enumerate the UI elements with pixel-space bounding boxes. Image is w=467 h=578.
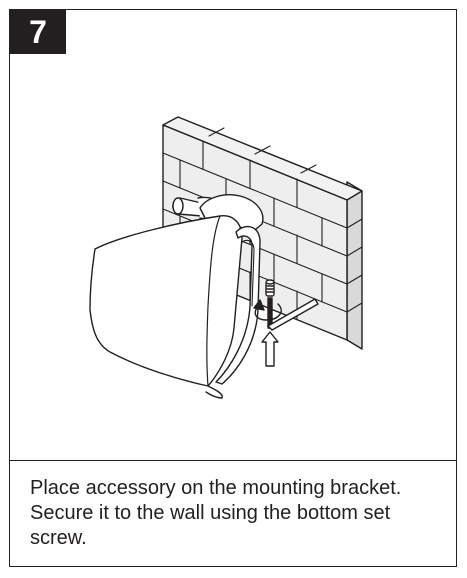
toilet-paper-holder	[89, 194, 264, 399]
step-number-badge: 7	[10, 10, 66, 54]
installation-illustration	[89, 116, 363, 399]
instruction-text: Place accessory on the mounting bracket.…	[30, 477, 402, 549]
upward-arrow	[261, 331, 279, 367]
instruction-step-card: 7	[9, 9, 457, 567]
set-screw	[265, 279, 275, 297]
section-divider	[10, 460, 456, 461]
hex-key	[267, 297, 319, 331]
rotation-arrow	[253, 299, 282, 321]
